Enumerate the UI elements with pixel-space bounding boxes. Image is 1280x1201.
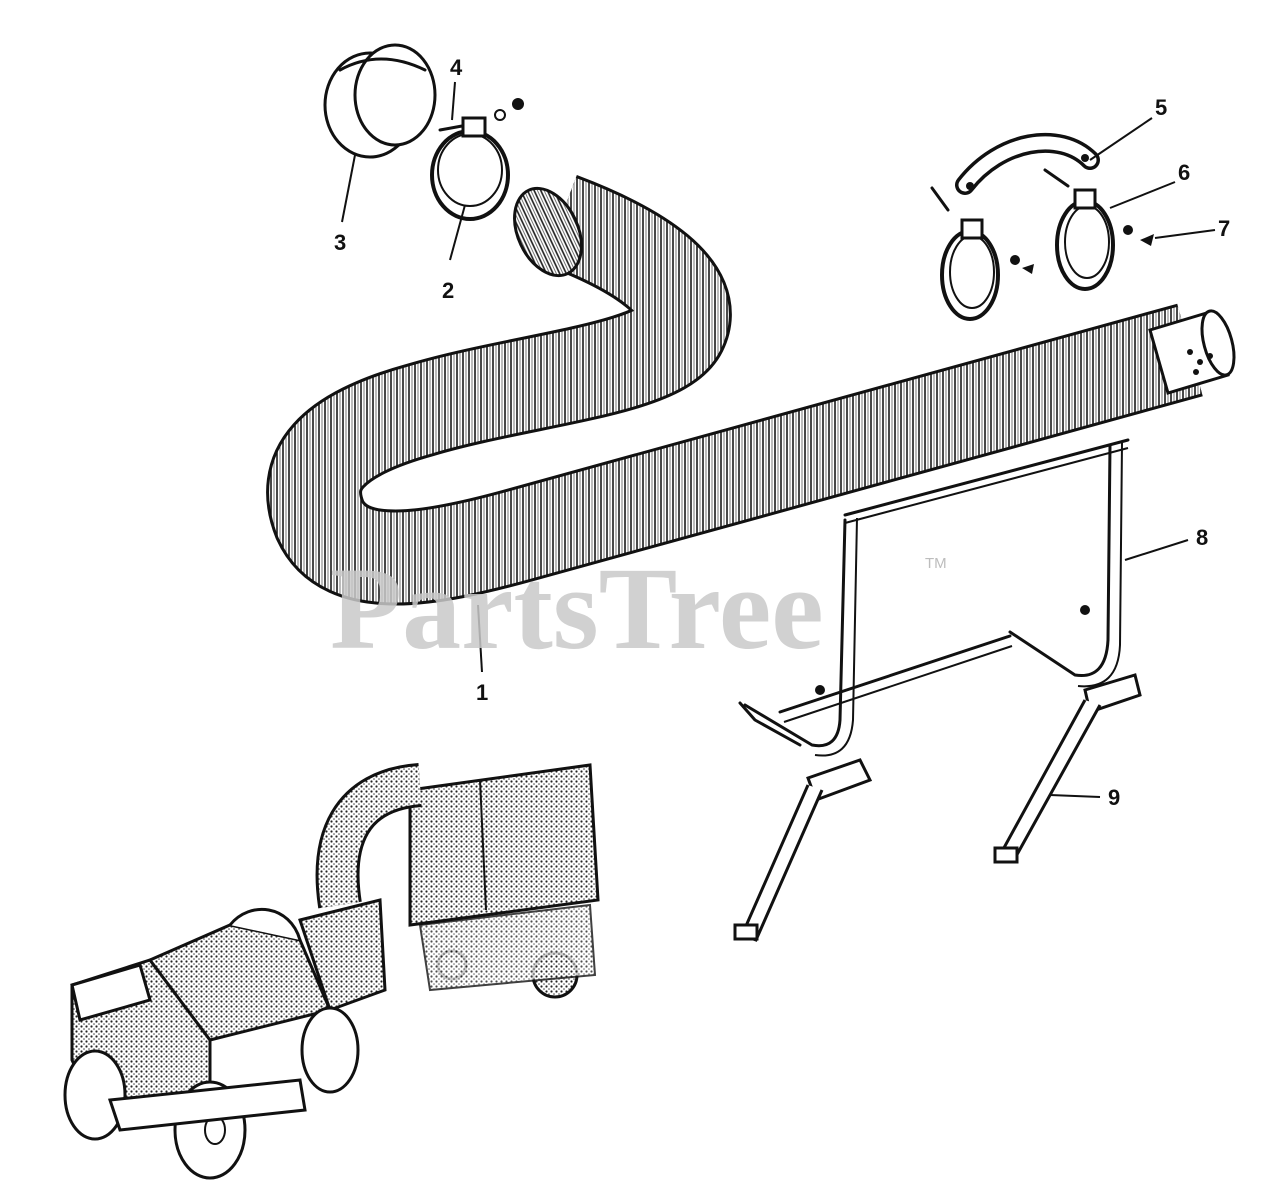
large-clamp-part [940, 188, 1154, 321]
callout-1: 1 [476, 680, 488, 705]
strap-part [930, 132, 1100, 212]
watermark-text: PartsTree [330, 543, 824, 674]
tractor-vacuum-inset [63, 763, 600, 1180]
callout-8: 8 [1196, 525, 1208, 550]
watermark: PartsTree TM [330, 543, 947, 674]
callout-3: 3 [334, 230, 346, 255]
support-frame-part [738, 438, 1130, 757]
callout-7: 7 [1218, 216, 1230, 241]
callout-5: 5 [1155, 95, 1167, 120]
callout-labels: 1 2 3 4 5 6 7 8 9 [334, 55, 1230, 810]
callout-2: 2 [442, 278, 454, 303]
watermark-trademark: TM [925, 555, 947, 572]
hose-part [266, 175, 1236, 606]
callout-6: 6 [1178, 160, 1190, 185]
hose-clamp-part [430, 98, 524, 221]
callout-9: 9 [1108, 785, 1120, 810]
leader-lines [341, 81, 1216, 798]
support-legs-part [733, 673, 1142, 942]
callout-4: 4 [450, 55, 463, 80]
coupling-ring-part [323, 43, 437, 159]
